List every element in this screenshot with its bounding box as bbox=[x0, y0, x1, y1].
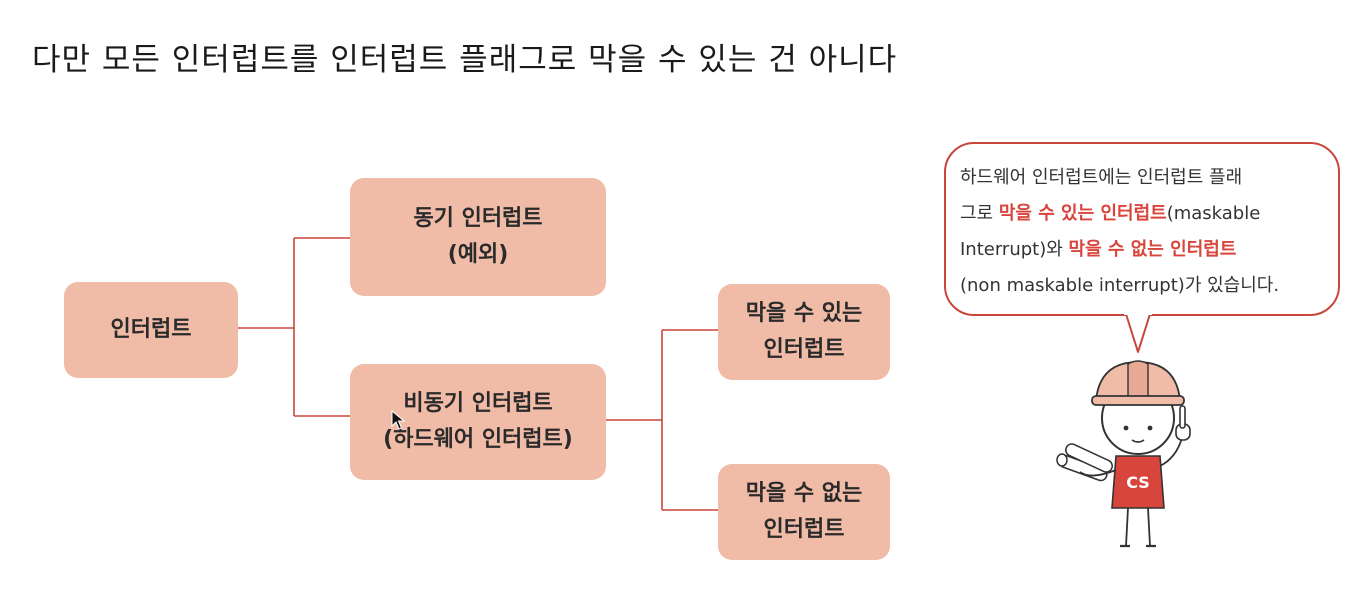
root-branch-line bbox=[238, 237, 350, 417]
node-non-maskable-line1: 막을 수 없는 bbox=[745, 481, 863, 506]
mascot-badge: CS bbox=[1126, 473, 1150, 492]
node-non-maskable-line2: 인터럽트 bbox=[763, 517, 845, 542]
async-branch-line bbox=[606, 329, 718, 511]
speech-bubble: 하드웨어 인터럽트에는 인터럽트 플래 그로 막을 수 있는 인터럽트(mask… bbox=[944, 142, 1340, 316]
cursor-arrow-icon bbox=[391, 410, 405, 430]
node-interrupt: 인터럽트 bbox=[64, 282, 238, 378]
node-non-maskable-interrupt: 막을 수 없는 인터럽트 bbox=[718, 464, 890, 560]
node-maskable-interrupt: 막을 수 있는 인터럽트 bbox=[718, 284, 890, 380]
pointing-hand-icon bbox=[1175, 405, 1191, 441]
speech-line-3: Interrupt)와 막을 수 없는 인터럽트 bbox=[960, 239, 1237, 260]
node-async-line2: (하드웨어 인터럽트) bbox=[383, 427, 573, 452]
mascot-engineer: CS bbox=[1056, 360, 1191, 548]
speech-line-4: (non maskable interrupt)가 있습니다. bbox=[960, 275, 1280, 296]
node-sync-line2: (예외) bbox=[447, 242, 509, 267]
blueprint-rolls-icon bbox=[1056, 443, 1113, 482]
speech-line-2: 그로 막을 수 있는 인터럽트(maskable bbox=[960, 203, 1261, 224]
node-sync-interrupt: 동기 인터럽트 (예외) bbox=[350, 178, 606, 296]
node-async-line1: 비동기 인터럽트 bbox=[403, 391, 553, 416]
highlight-maskable: 막을 수 있는 인터럽트 bbox=[998, 203, 1167, 224]
node-interrupt-label: 인터럽트 bbox=[110, 317, 192, 342]
node-maskable-line1: 막을 수 있는 bbox=[745, 301, 863, 326]
node-maskable-line2: 인터럽트 bbox=[763, 337, 845, 362]
hard-hat-icon bbox=[1091, 360, 1185, 406]
slide-title: 다만 모든 인터럽트를 인터럽트 플래그로 막을 수 있는 건 아니다 bbox=[32, 42, 898, 78]
highlight-non-maskable: 막을 수 없는 인터럽트 bbox=[1068, 239, 1237, 260]
node-sync-line1: 동기 인터럽트 bbox=[413, 206, 543, 231]
speech-line-1: 하드웨어 인터럽트에는 인터럽트 플래 bbox=[960, 167, 1243, 188]
